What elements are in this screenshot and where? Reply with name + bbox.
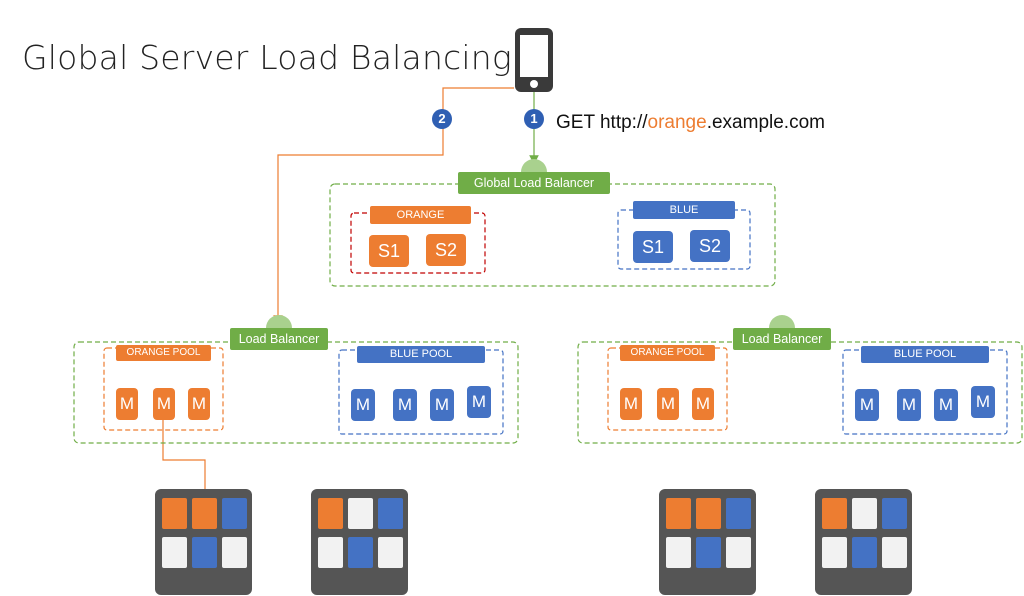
rack-slot-blue [192, 537, 217, 568]
rack-slot-white [882, 537, 907, 568]
lb-anchor-right [769, 315, 795, 328]
blue-member: M [351, 389, 375, 421]
request-prefix: GET http:// [556, 112, 648, 133]
rack-slot-white [852, 498, 877, 529]
glb-blue-server: S1 [633, 231, 673, 263]
orange-member: M [153, 388, 175, 420]
blue-member: M [393, 389, 417, 421]
rack-slot-blue [348, 537, 373, 568]
datacenter-rack [155, 489, 252, 595]
request-url: GET http://orange.example.com [556, 112, 825, 134]
glb-orange-server: S2 [426, 234, 466, 266]
load-balancer-label-right: Load Balancer [733, 328, 831, 350]
page-title: Global Server Load Balancing [22, 38, 512, 77]
orange-member: M [620, 388, 642, 420]
orange-member: M [657, 388, 679, 420]
rack-slot-orange [192, 498, 217, 529]
rack-slot-white [222, 537, 247, 568]
blue-member: M [467, 386, 491, 418]
orange-member: M [188, 388, 210, 420]
orange-pool-label-right: ORANGE POOL [620, 345, 715, 361]
rack-slot-blue [726, 498, 751, 529]
step-badge-2: 2 [432, 109, 452, 129]
rack-slot-blue [852, 537, 877, 568]
datacenter-rack [659, 489, 756, 595]
rack-slot-white [318, 537, 343, 568]
blue-pool-label-right: BLUE POOL [861, 346, 989, 363]
glb-orange-label: ORANGE [370, 206, 471, 224]
pool-to-datacenter-line [162, 418, 210, 505]
rack-slot-white [162, 537, 187, 568]
rack-slot-orange [666, 498, 691, 529]
rack-slot-orange [318, 498, 343, 529]
blue-member: M [934, 389, 958, 421]
lb-anchor-left [266, 315, 292, 328]
rack-slot-blue [696, 537, 721, 568]
blue-member: M [971, 386, 995, 418]
blue-member: M [897, 389, 921, 421]
region-right-blue-pool [842, 349, 1008, 435]
datacenter-rack [311, 489, 408, 595]
rack-slot-white [378, 537, 403, 568]
blue-pool-label-left: BLUE POOL [357, 346, 485, 363]
rack-slot-blue [378, 498, 403, 529]
request-line-2 [273, 87, 514, 325]
datacenter-rack [815, 489, 912, 595]
rack-slot-blue [882, 498, 907, 529]
load-balancer-label-left: Load Balancer [230, 328, 328, 350]
rack-slot-orange [696, 498, 721, 529]
glb-anchor [521, 159, 547, 172]
step-badge-1: 1 [524, 109, 544, 129]
request-host-highlight: orange [647, 112, 707, 133]
rack-slot-white [726, 537, 751, 568]
phone-icon [515, 28, 553, 92]
region-left-blue-pool [338, 349, 504, 435]
glb-blue-label: BLUE [633, 201, 735, 219]
blue-member: M [430, 389, 454, 421]
glb-orange-server: S1 [369, 235, 409, 267]
rack-slot-white [666, 537, 691, 568]
rack-slot-orange [822, 498, 847, 529]
blue-member: M [855, 389, 879, 421]
rack-slot-blue [222, 498, 247, 529]
rack-slot-orange [162, 498, 187, 529]
rack-slot-white [822, 537, 847, 568]
request-suffix: .example.com [706, 112, 825, 133]
orange-pool-label-left: ORANGE POOL [116, 345, 211, 361]
global-load-balancer-label: Global Load Balancer [458, 172, 610, 194]
glb-blue-server: S2 [690, 230, 730, 262]
rack-slot-white [348, 498, 373, 529]
orange-member: M [116, 388, 138, 420]
orange-member: M [692, 388, 714, 420]
glb-blue-group [617, 209, 751, 270]
